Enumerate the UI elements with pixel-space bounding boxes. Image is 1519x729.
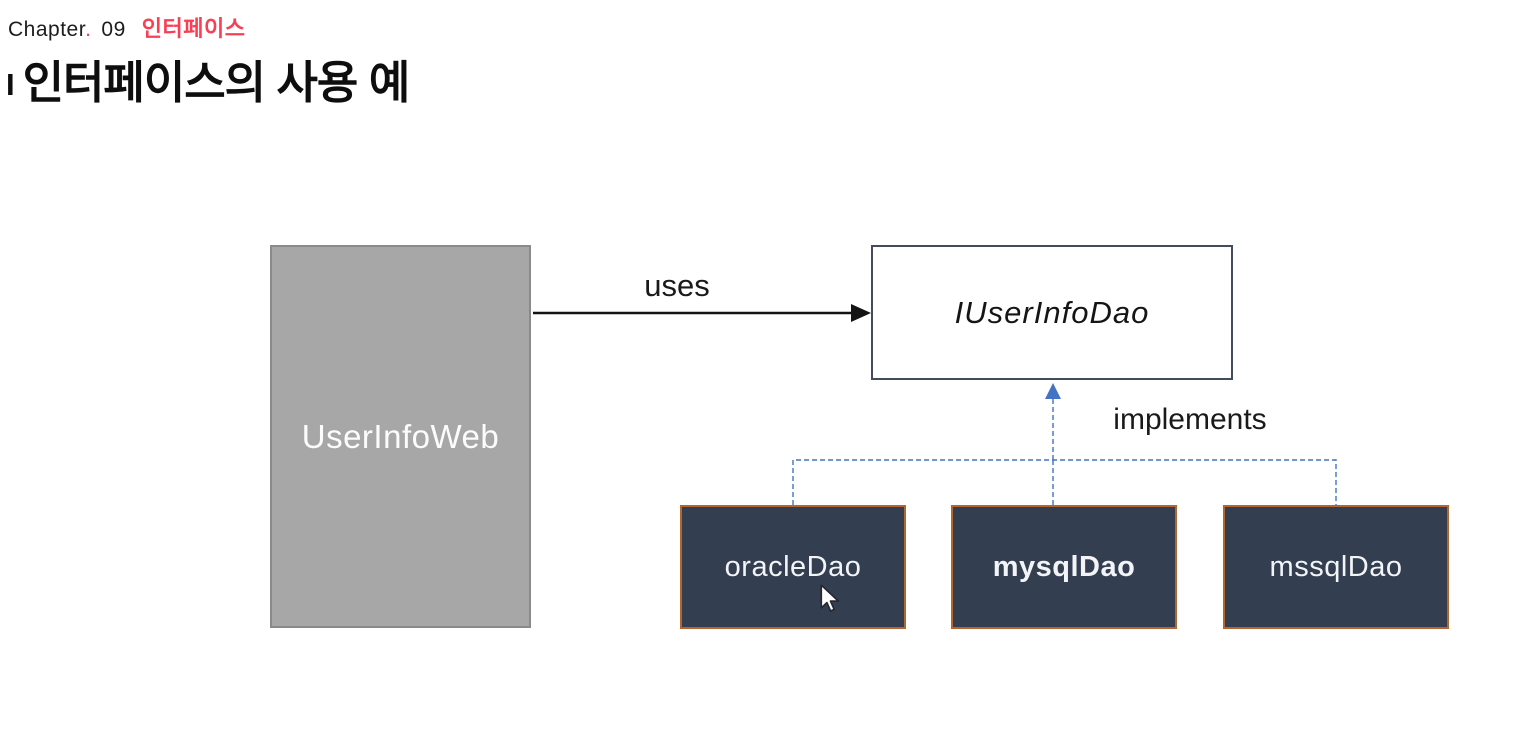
chapter-word: Chapter: [8, 18, 86, 41]
uses-relation-label: uses: [644, 268, 710, 303]
chapter-topic: 인터페이스: [141, 16, 246, 41]
chapter-period: .: [85, 18, 92, 41]
chapter-line: Chapter. 09 인터페이스: [8, 11, 245, 43]
impl-node-mysqldao: mysqlDao: [951, 505, 1177, 629]
interface-node-iuserinfodao: IUserInfoDao: [871, 245, 1233, 380]
impl-node-oracledao: oracleDao: [680, 505, 906, 629]
implements-relation-label: implements: [1113, 403, 1267, 436]
impl-node-label: mssqlDao: [1269, 550, 1403, 583]
client-node-userinfoweb: UserInfoWeb: [270, 245, 531, 628]
client-node-label: UserInfoWeb: [301, 417, 500, 455]
implements-connector: [792, 383, 1337, 505]
interface-node-label: IUserInfoDao: [954, 294, 1150, 330]
impl-node-label: oracleDao: [724, 550, 862, 583]
impl-node-label: mysqlDao: [992, 550, 1136, 583]
uses-arrow: [533, 304, 871, 322]
title-prefix-bar: I: [6, 67, 15, 102]
implements-arrowhead-icon: [1045, 383, 1061, 399]
page-title-text: 인터페이스의 사용 예: [22, 57, 411, 108]
chapter-number: 09: [101, 18, 126, 41]
impl-node-mssqldao: mssqlDao: [1223, 505, 1449, 629]
